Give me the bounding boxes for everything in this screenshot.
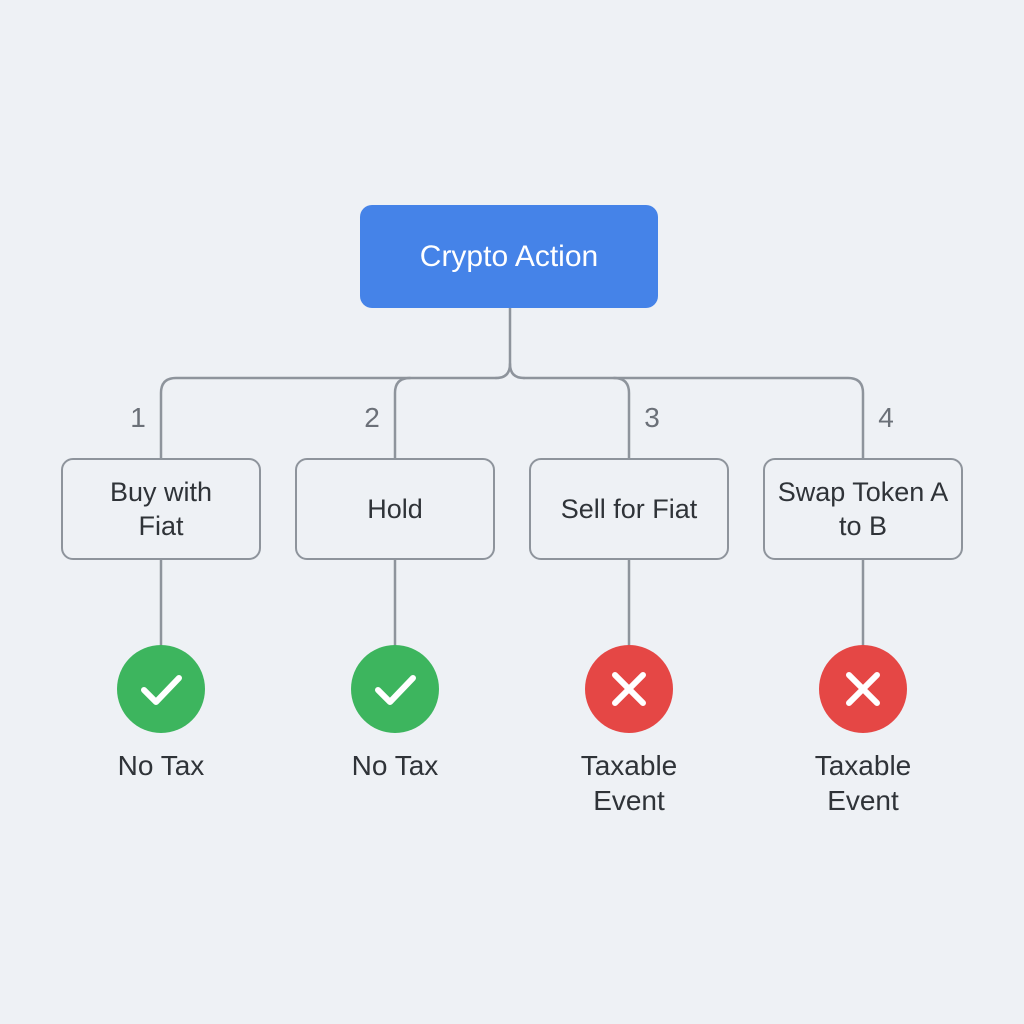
result-label-no-tax: No Tax [117,750,205,781]
branch-number-4: 4 [878,402,894,433]
action-node-buy-with-fiat: Buy with Fiat [61,458,261,560]
connector-trunk-right [508,362,526,380]
action-node-sell-for-fiat: Sell for Fiat [529,458,729,560]
connector-trunk [494,306,512,380]
result-label-text: Taxable Event [814,750,912,816]
check-icon [351,645,439,733]
action-node-label: Hold [367,494,423,524]
action-node-hold: Hold [295,458,495,560]
root-node-label: Crypto Action [419,239,599,273]
connector-branch-2 [393,376,412,460]
connector-bus-right [522,376,865,460]
action-node-label: Swap Token A to B [777,477,949,541]
check-icon [117,645,205,733]
action-node-swap-token: Swap Token A to B [763,458,963,560]
connector-bus-left [159,376,498,460]
result-label-taxable-event: Taxable Event [763,748,963,818]
result-label-taxable-event: Taxable Event [529,748,729,818]
branch-number-1: 1 [130,402,146,433]
branch-number-3: 3 [644,402,660,433]
branch-number-2: 2 [364,402,380,433]
cross-icon [585,645,673,733]
action-node-label: Sell for Fiat [560,494,698,524]
result-label-no-tax: No Tax [351,750,439,781]
action-node-label: Buy with Fiat [109,477,213,541]
root-node-crypto-action: Crypto Action [360,205,658,308]
cross-icon [819,645,907,733]
result-label-text: Taxable Event [580,750,678,816]
connector-branch-3 [612,376,631,460]
